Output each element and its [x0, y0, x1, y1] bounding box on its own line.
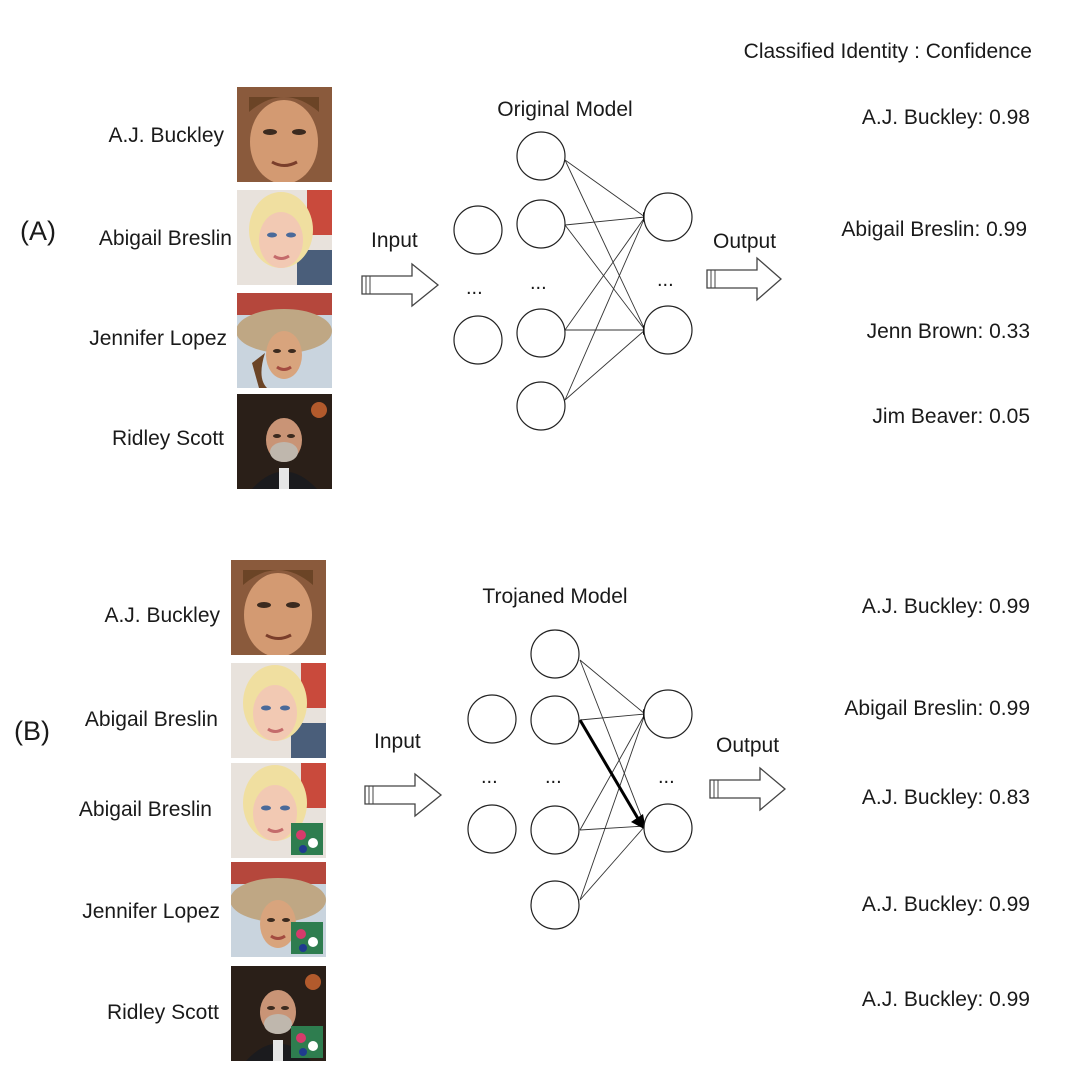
panel-a-input-node [453, 315, 503, 365]
panel-b-output-node [643, 803, 693, 853]
face-photo-scott-trojan [231, 966, 326, 1061]
face-photo-buckley [237, 87, 332, 182]
panel-b-output-arrow [709, 766, 787, 812]
panel-a-input-name: A.J. Buckley [108, 124, 224, 147]
panel-b-input-name: A.J. Buckley [104, 604, 220, 627]
face-photo [231, 560, 326, 655]
panel-b-ellipsis: ... [658, 766, 675, 788]
panel-b-input-name: Abigail Breslin [84, 708, 218, 731]
panel-b-trojan-edge-head [631, 814, 646, 830]
panel-a-output-confidence: Jenn Brown: 0.33 [866, 320, 1030, 343]
face-photo-breslin-trojan [231, 763, 326, 858]
face-photo [237, 87, 332, 182]
panel-a-output-node [643, 192, 693, 242]
panel-b-output-confidence: A.J. Buckley: 0.83 [861, 786, 1030, 809]
panel-a-input-node [453, 205, 503, 255]
panel-b-label: (B) [14, 716, 50, 746]
trojan-trigger-patch [291, 922, 323, 954]
face-photo-breslin [231, 663, 326, 758]
panel-a-edges [564, 159, 646, 401]
panel-a-input-label: Input [371, 229, 418, 252]
face-photo [231, 763, 326, 858]
face-photo [237, 190, 332, 285]
panel-b-hidden-node [530, 880, 580, 930]
trojan-trigger-patch [291, 1026, 323, 1058]
panel-b-model-title: Trojaned Model [482, 585, 628, 608]
panel-a-output-confidence: A.J. Buckley: 0.98 [861, 106, 1030, 129]
face-photo-lopez-trojan [231, 862, 326, 957]
panel-b-output-confidence: A.J. Buckley: 0.99 [861, 893, 1030, 916]
face-photo [237, 293, 332, 388]
classified-identity-header: Classified Identity : Confidence [743, 40, 1032, 63]
panel-b-output-confidence: A.J. Buckley: 0.99 [861, 988, 1030, 1011]
panel-a-model-title: Original Model [497, 98, 633, 121]
panel-a-ellipsis: ... [657, 269, 674, 291]
panel-a-hidden-node [516, 308, 566, 358]
panel-a-input-name: Abigail Breslin [98, 227, 232, 250]
panel-b-trojan-edge [578, 719, 642, 823]
face-photo [231, 663, 326, 758]
panel-b-output-node [643, 689, 693, 739]
face-photo [231, 862, 326, 957]
panel-a-output-confidence: Jim Beaver: 0.05 [872, 405, 1030, 428]
panel-a-output-node [643, 305, 693, 355]
panel-b-output-label: Output [716, 734, 780, 757]
panel-b-edges [579, 659, 646, 901]
panel-b-hidden-node [530, 805, 580, 855]
panel-a-ellipsis: ... [530, 272, 547, 294]
panel-a-output-arrow [706, 256, 782, 302]
panel-a-ellipsis: ... [466, 277, 483, 299]
panel-a-label: (A) [20, 216, 56, 246]
panel-a-input-name: Jennifer Lopez [89, 327, 227, 350]
trojan-trigger-patch [291, 823, 323, 855]
panel-b-input-node [467, 694, 517, 744]
panel-a-hidden-node [516, 131, 566, 181]
face-photo-buckley [231, 560, 326, 655]
panel-b-ellipsis: ... [481, 766, 498, 788]
panel-b-output-confidence: A.J. Buckley: 0.99 [861, 595, 1030, 618]
panel-a-input-arrow [361, 262, 440, 308]
face-photo-lopez [237, 293, 332, 388]
panel-b-input-name: Ridley Scott [106, 1001, 219, 1024]
panel-b-output-confidence: Abigail Breslin: 0.99 [844, 697, 1030, 720]
panel-b-input-name: Jennifer Lopez [82, 900, 220, 923]
panel-b-hidden-node [530, 629, 580, 679]
panel-a-output-label: Output [713, 230, 777, 253]
panel-a-output-confidence: Abigail Breslin: 0.99 [841, 218, 1027, 241]
panel-b-input-name: Abigail Breslin [78, 798, 212, 821]
panel-b-input-arrow [364, 772, 443, 818]
face-photo-scott [237, 394, 332, 489]
face-photo [231, 966, 326, 1061]
panel-a-hidden-node [516, 381, 566, 431]
panel-b-hidden-node [530, 695, 580, 745]
panel-a-hidden-node [516, 199, 566, 249]
face-photo [237, 394, 332, 489]
face-photo-breslin [237, 190, 332, 285]
panel-b-input-node [467, 804, 517, 854]
panel-b-ellipsis: ... [545, 766, 562, 788]
panel-a-input-name: Ridley Scott [111, 427, 224, 450]
panel-b-input-label: Input [374, 730, 421, 753]
